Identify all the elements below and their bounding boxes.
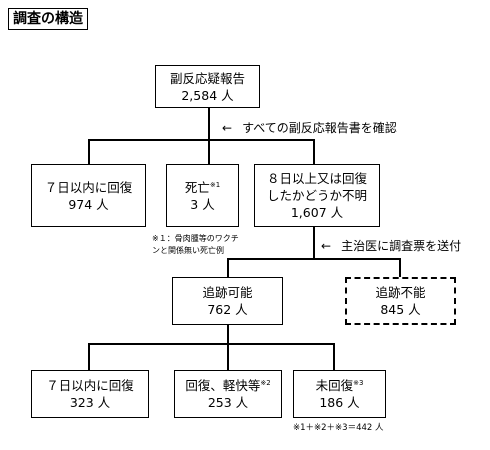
footnote-death: ※１：骨肉腫等のワクチ ンと関係無い死亡例 — [152, 233, 239, 257]
connector — [88, 139, 90, 165]
note-text: すべての副反応報告書を確認 — [242, 121, 397, 135]
box-not-recovered: 未回復※3 186 人 — [293, 370, 386, 418]
box-label: ７日以内に回復 — [44, 179, 133, 195]
box-count: 186 人 — [319, 395, 360, 410]
connector — [227, 324, 229, 344]
connector — [227, 258, 229, 278]
box-recovered-improved: 回復、軽快等※2 253 人 — [174, 370, 282, 418]
left-arrow-icon: ← — [321, 239, 332, 253]
connector — [227, 343, 229, 371]
box-label: 副反応疑報告 — [169, 70, 245, 86]
box-label: 追跡可能 — [202, 285, 253, 300]
connector — [208, 139, 210, 165]
connector — [313, 227, 315, 259]
connector — [227, 258, 400, 260]
footnote-mark: ※1 — [209, 180, 221, 189]
box-label: ７日以内に回復 — [46, 378, 134, 393]
connector — [208, 107, 210, 140]
connector — [88, 343, 90, 371]
box-untraceable: 追跡不能 845 人 — [345, 277, 456, 325]
box-count: 762 人 — [207, 302, 248, 317]
box-label: 未回復 — [315, 378, 354, 393]
connector — [88, 139, 314, 141]
box-count: 974 人 — [68, 196, 109, 212]
box-label: 追跡不能 — [375, 285, 426, 300]
box-label: 回復、軽快等 — [185, 378, 261, 393]
box-label-line1: ８日以上又は回復 — [266, 171, 367, 186]
left-arrow-icon: ← — [222, 121, 233, 135]
box-count: 3 人 — [190, 196, 215, 212]
box-label-line2: したかどうか不明 — [266, 188, 367, 203]
note-text: 主治医に調査票を送付 — [341, 239, 462, 253]
footnote-line: ンと関係無い死亡例 — [152, 246, 224, 255]
connector — [333, 343, 335, 371]
footnote-mark: ※2 — [260, 378, 271, 387]
footnote-mark: ※3 — [353, 378, 364, 387]
note-send-survey: ← 主治医に調査票を送付 — [321, 237, 461, 254]
box-recovered-7days: ７日以内に回復 974 人 — [31, 164, 146, 227]
note-check-all: ← すべての副反応報告書を確認 — [222, 119, 397, 136]
connector — [88, 343, 334, 345]
box-over8-or-unknown: ８日以上又は回復 したかどうか不明 1,607 人 — [254, 164, 380, 227]
page-title: 調査の構造 — [8, 8, 88, 30]
box-count: 323 人 — [69, 395, 111, 410]
connector — [313, 139, 315, 165]
footnote-line: ※１：骨肉腫等のワクチ — [152, 234, 239, 243]
box-all-reports: 副反応疑報告 2,584 人 — [155, 65, 260, 108]
box-count: 253 人 — [207, 395, 249, 410]
box-recovered-7days-followup: ７日以内に回復 323 人 — [31, 370, 149, 418]
box-count: 1,607 人 — [290, 205, 344, 220]
box-count: 845 人 — [380, 302, 421, 317]
footnote-sum: ※1＋※2＋※3＝442 人 — [293, 423, 384, 433]
box-label: 死亡 — [184, 179, 210, 195]
connector — [399, 258, 401, 278]
box-traceable: 追跡可能 762 人 — [172, 277, 283, 325]
box-death: 死亡※1 3 人 — [166, 164, 239, 227]
box-count: 2,584 人 — [181, 87, 234, 103]
